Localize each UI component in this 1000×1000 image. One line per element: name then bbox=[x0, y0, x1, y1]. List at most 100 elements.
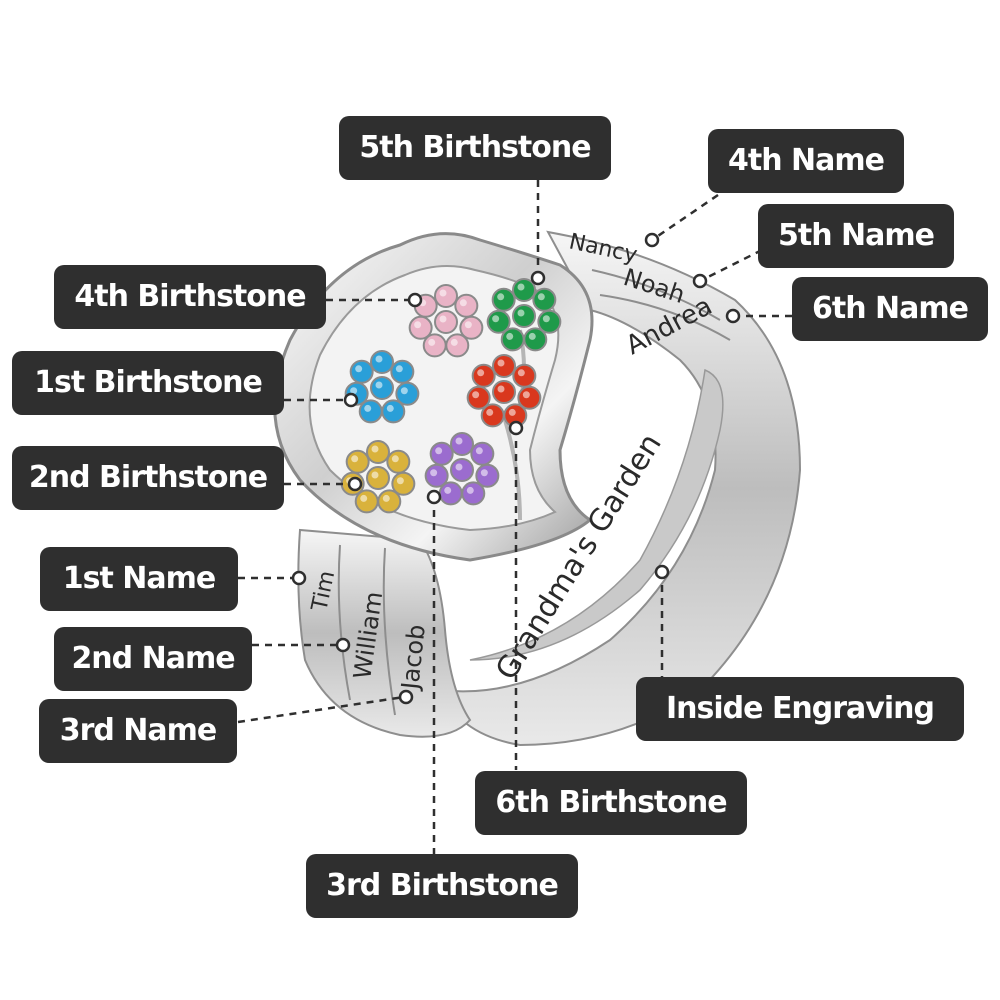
ring-groove bbox=[591, 269, 721, 321]
leader-dot bbox=[343, 392, 359, 408]
gemstone bbox=[370, 350, 394, 374]
gemstone bbox=[454, 293, 479, 318]
gemstone-highlight bbox=[497, 385, 505, 393]
gemstone-highlight bbox=[444, 486, 452, 494]
gemstone bbox=[492, 380, 516, 404]
gemstone-highlight bbox=[364, 404, 372, 412]
gemstone-highlight bbox=[517, 283, 525, 291]
gemstone-highlight bbox=[450, 338, 458, 346]
gemstone-highlight bbox=[414, 321, 422, 329]
leader-dot bbox=[407, 292, 423, 308]
leader-dot bbox=[530, 270, 546, 286]
gemstone bbox=[349, 359, 374, 384]
leader-dot bbox=[335, 637, 351, 653]
ring-groove bbox=[599, 294, 731, 341]
leader-dot bbox=[692, 273, 708, 289]
gemstone-highlight bbox=[497, 359, 505, 367]
gemstone-highlight bbox=[475, 447, 483, 455]
leader-dot bbox=[426, 489, 442, 505]
stone-cluster-birthstone-1 bbox=[344, 350, 420, 424]
gemstone-highlight bbox=[382, 494, 390, 502]
leader-dot bbox=[654, 564, 670, 580]
gemstone-highlight bbox=[400, 387, 408, 395]
gemstone bbox=[424, 463, 449, 488]
gemstone-highlight bbox=[360, 494, 368, 502]
gemstone-highlight bbox=[477, 369, 485, 377]
label-inside-engraving: Inside Engraving bbox=[636, 677, 964, 741]
label-birthstone-5: 5th Birthstone bbox=[339, 116, 611, 180]
gemstone-highlight bbox=[455, 437, 463, 445]
ring-groove bbox=[382, 547, 396, 716]
gemstone-highlight bbox=[459, 299, 467, 307]
gemstone bbox=[500, 327, 525, 352]
label-birthstone-6: 6th Birthstone bbox=[475, 771, 747, 835]
gemstone-highlight bbox=[396, 477, 404, 485]
ring-band-left bbox=[297, 528, 472, 738]
gemstone-highlight bbox=[428, 338, 436, 346]
stone-cluster-birthstone-5 bbox=[486, 278, 562, 352]
leader-dot bbox=[508, 420, 524, 436]
gemstone bbox=[512, 304, 536, 328]
gemstone bbox=[386, 449, 411, 474]
gemstone-highlight bbox=[497, 293, 505, 301]
gemstone bbox=[450, 432, 474, 456]
label-birthstone-1: 1st Birthstone bbox=[12, 351, 284, 415]
gemstone bbox=[395, 381, 420, 406]
gemstone bbox=[445, 333, 470, 358]
gemstone bbox=[480, 403, 505, 428]
gemstone-highlight bbox=[542, 315, 550, 323]
ring-groove bbox=[337, 544, 351, 701]
gemstone bbox=[491, 287, 516, 312]
gemstone bbox=[486, 309, 511, 334]
gemstone-highlight bbox=[528, 332, 536, 340]
gemstone bbox=[429, 441, 454, 466]
gemstone bbox=[434, 284, 458, 308]
gemstone bbox=[381, 399, 406, 424]
label-name-4: 4th Name bbox=[708, 129, 904, 193]
stone-cluster-birthstone-2 bbox=[340, 440, 416, 514]
gemstone bbox=[358, 399, 383, 424]
gemstone bbox=[466, 385, 491, 410]
gemstone bbox=[370, 376, 394, 400]
gemstone-highlight bbox=[517, 369, 525, 377]
gemstone-highlight bbox=[522, 391, 530, 399]
gemstone-highlight bbox=[371, 445, 379, 453]
gemstone bbox=[532, 287, 557, 312]
gemstone-highlight bbox=[375, 381, 383, 389]
leader-dot bbox=[644, 232, 660, 248]
gemstone bbox=[471, 363, 496, 388]
gemstone bbox=[434, 310, 458, 334]
label-name-3: 3rd Name bbox=[39, 699, 237, 763]
gemstone bbox=[470, 441, 495, 466]
label-birthstone-3: 3rd Birthstone bbox=[306, 854, 578, 918]
gemstone bbox=[475, 463, 500, 488]
gemstone-highlight bbox=[466, 486, 474, 494]
ring-inner-surface bbox=[469, 368, 724, 661]
gemstone-highlight bbox=[464, 321, 472, 329]
label-name-2: 2nd Name bbox=[54, 627, 252, 691]
gemstone bbox=[422, 333, 447, 358]
gemstone-highlight bbox=[517, 309, 525, 317]
gemstone-highlight bbox=[391, 455, 399, 463]
gemstone-highlight bbox=[508, 408, 516, 416]
leader-dot bbox=[347, 476, 363, 492]
gemstone-highlight bbox=[375, 355, 383, 363]
gemstone bbox=[517, 385, 542, 410]
gemstone bbox=[459, 315, 484, 340]
gemstone bbox=[523, 327, 548, 352]
label-birthstone-4: 4th Birthstone bbox=[54, 265, 326, 329]
label-name-6: 6th Name bbox=[792, 277, 988, 341]
gemstone-highlight bbox=[386, 404, 394, 412]
gemstone-highlight bbox=[486, 408, 494, 416]
stone-cluster-birthstone-6 bbox=[466, 354, 542, 428]
gemstone bbox=[512, 278, 536, 302]
gemstone bbox=[391, 471, 416, 496]
gemstone bbox=[461, 481, 486, 506]
gemstone-highlight bbox=[430, 469, 438, 477]
leader-dot bbox=[291, 570, 307, 586]
gemstone-highlight bbox=[439, 315, 447, 323]
gemstone-highlight bbox=[439, 289, 447, 297]
gemstone-highlight bbox=[351, 455, 359, 463]
